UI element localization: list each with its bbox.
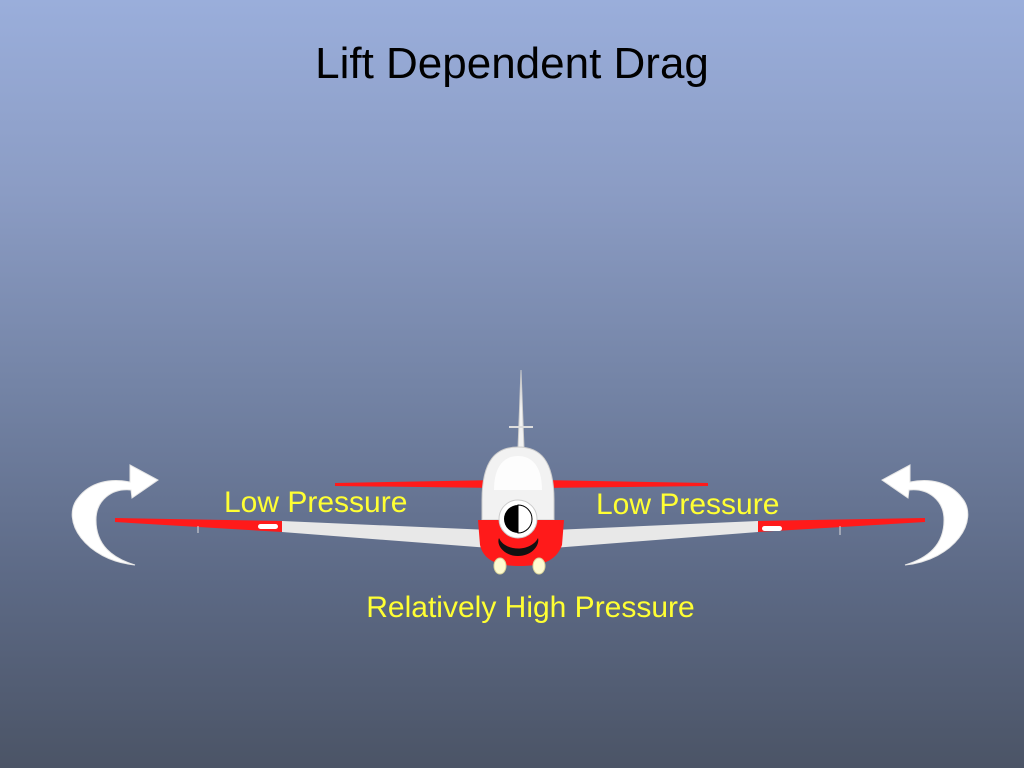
tailplane — [335, 480, 708, 488]
left-wing — [115, 518, 490, 548]
landing-gear — [493, 557, 546, 575]
slide-title: Lift Dependent Drag — [315, 39, 709, 88]
left-wing-pressure-label: Low Pressure — [224, 486, 408, 519]
tail-fin — [509, 369, 533, 449]
right-vortex-arrow-icon — [881, 464, 969, 566]
underside-pressure-label: Relatively High Pressure — [366, 591, 695, 624]
right-wing-light — [762, 526, 782, 531]
right-wing-pressure-label: Low Pressure — [596, 488, 780, 521]
aircraft-front-view-icon — [115, 369, 925, 575]
right-wing — [553, 518, 925, 548]
left-wing-light — [258, 524, 278, 529]
fuselage — [478, 446, 564, 566]
left-vortex-arrow-icon — [71, 464, 159, 566]
